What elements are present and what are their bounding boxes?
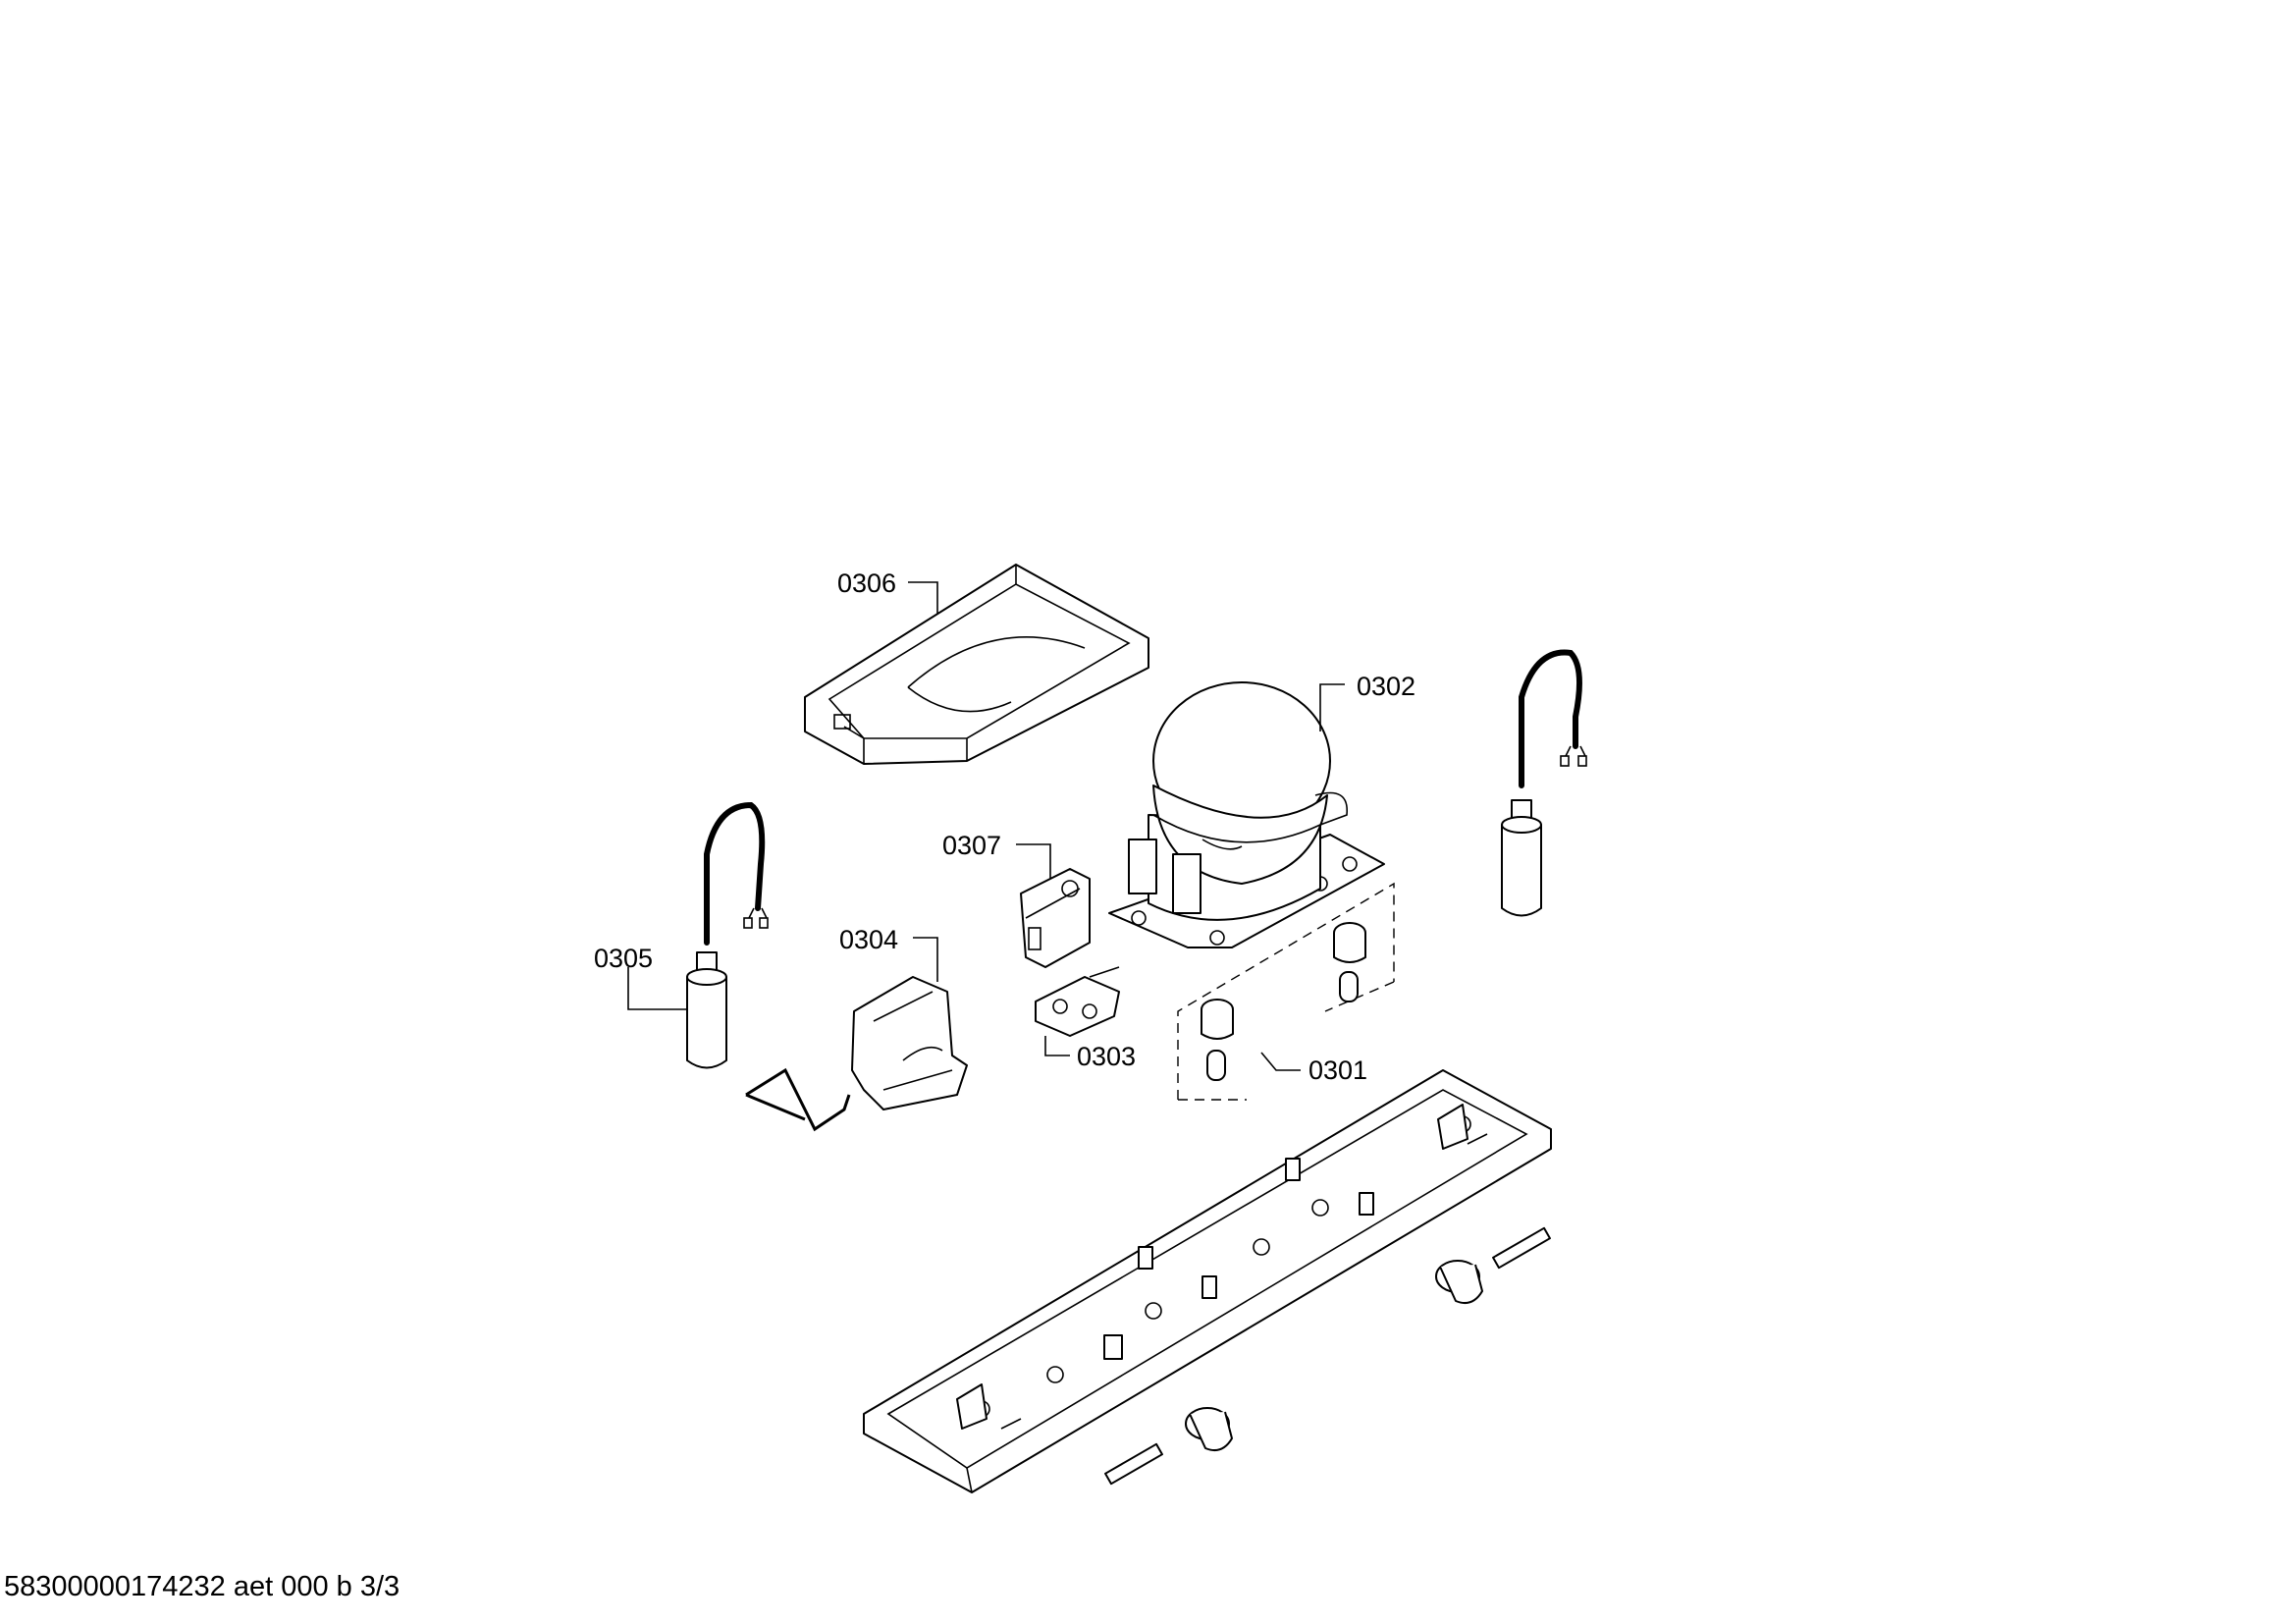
callout-0303: 0303 (1077, 1042, 1136, 1071)
part-0301-mounting-kit[interactable] (1177, 882, 1395, 1101)
part-base-rail[interactable] (863, 1069, 1552, 1493)
part-0304-relay-cover[interactable] (851, 976, 968, 1110)
part-0303-overload-protector[interactable] (1035, 966, 1120, 1037)
part-0302-compressor[interactable] (1108, 681, 1385, 948)
callout-0304: 0304 (839, 925, 898, 954)
callout-0307: 0307 (942, 831, 1001, 860)
callout-0301: 0301 (1308, 1056, 1367, 1085)
callout-0305: 0305 (594, 944, 653, 973)
part-0306-cover-tray[interactable] (804, 564, 1149, 765)
part-bushing-right[interactable] (1435, 1226, 1551, 1304)
leader-0306: 0306 (837, 568, 938, 614)
leader-0305: 0305 (594, 944, 687, 1010)
part-bushing-left[interactable] (1104, 1407, 1233, 1486)
leader-0304: 0304 (839, 925, 938, 982)
part-0305-capacitor[interactable] (686, 801, 769, 1069)
leader-0302: 0302 (1319, 672, 1415, 731)
callout-0302: 0302 (1357, 672, 1415, 701)
rubber-grommet-lower (1201, 999, 1234, 1081)
leader-0303: 0303 (1044, 1036, 1136, 1071)
document-id: 58300000174232 aet 000 b 3/3 (4, 1571, 400, 1602)
leader-0307: 0307 (942, 831, 1051, 879)
part-retaining-clip[interactable] (745, 1067, 851, 1132)
part-capacitor-right[interactable] (1501, 649, 1587, 917)
leader-0301: 0301 (1260, 1052, 1367, 1085)
callout-0306: 0306 (837, 568, 896, 598)
rubber-grommet-upper (1333, 922, 1366, 1002)
part-0307-starter-relay[interactable] (1020, 868, 1091, 968)
